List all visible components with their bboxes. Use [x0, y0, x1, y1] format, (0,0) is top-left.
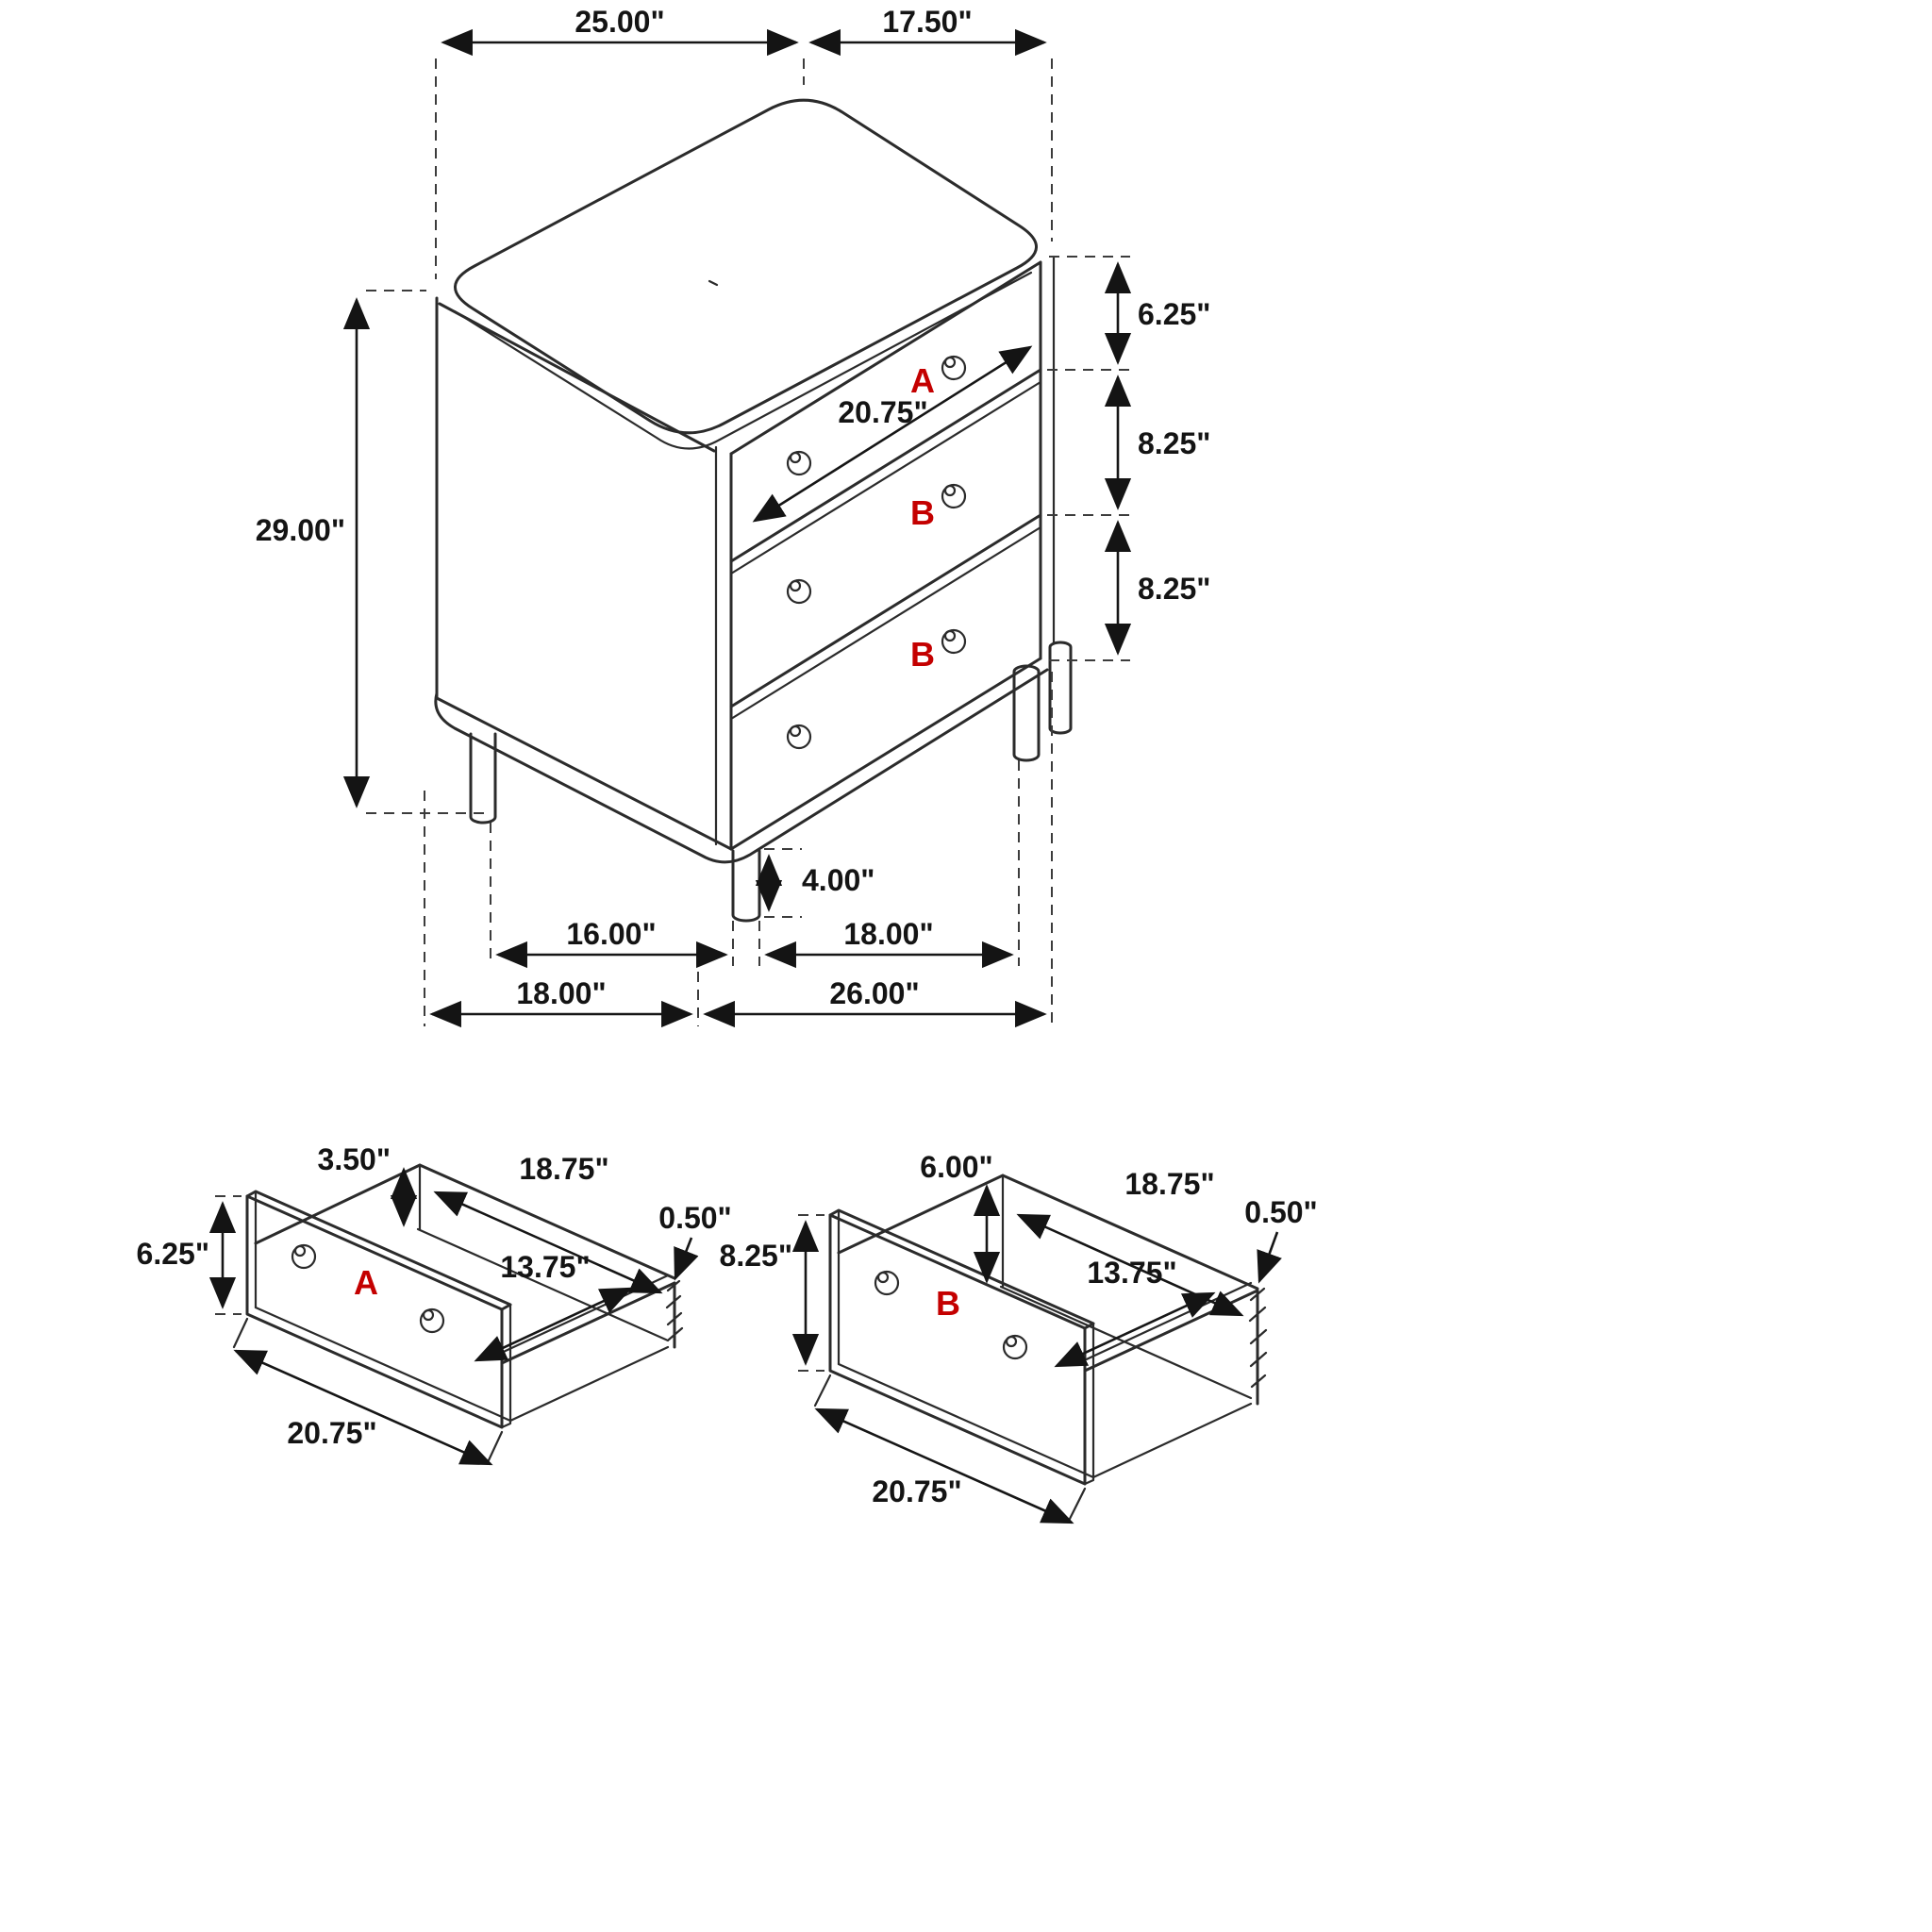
dim-a-inner-width-line: [433, 1191, 663, 1294]
drawer-a-front-panel: [245, 1194, 504, 1429]
divider-b-b-inner: [729, 525, 1042, 721]
dim-drawer-b2-label: 8.25": [1138, 572, 1210, 606]
drawer-knob: [941, 355, 967, 381]
dim-b-back-height-label: 6.00": [920, 1150, 992, 1184]
body-bottom-left-edge: [435, 696, 733, 851]
dim-b-thickness-pointer: [1257, 1231, 1282, 1284]
chest-leg-right: [1012, 664, 1041, 762]
chest-isometric-view: A B B 25.00": [256, 5, 1210, 1028]
drawer-knob: [291, 1243, 317, 1270]
dim-drawer-width-line: [752, 345, 1033, 523]
body-bottom-front-edge: [729, 657, 1042, 851]
drawer-b-front-panel: [828, 1213, 1087, 1486]
drawer-knob: [874, 1270, 900, 1296]
drawer-b-letter: B: [936, 1284, 960, 1323]
dim-a-front-width-label: 20.75": [287, 1416, 376, 1450]
dim-b-inner-width-label: 18.75": [1124, 1167, 1214, 1201]
dim-b-front-width-line: [814, 1407, 1074, 1524]
divider-b-b: [729, 513, 1042, 708]
drawer-knob: [786, 578, 812, 605]
drawer-b-dimensions: 8.25" 6.00" 18.75" 0.50" 13.75" 20.75": [720, 1150, 1318, 1524]
drawer-b-floor-right-edge: [1091, 1402, 1253, 1479]
drawer-a-letter: A: [354, 1263, 378, 1302]
dim-b-thickness-label: 0.50": [1244, 1195, 1317, 1229]
dim-a-front-width-line: [233, 1349, 493, 1466]
drawer-b-left-wall-top: [837, 1174, 1005, 1255]
dim-drawer-b1-label: 8.25": [1138, 426, 1210, 460]
drawer-knob: [419, 1307, 445, 1334]
dim-a-thickness-label: 0.50": [658, 1201, 731, 1235]
drawer-a-hatching: [665, 1279, 684, 1341]
drawer-a-floor-front-edge: [254, 1306, 512, 1423]
drawer-b-geometry: B: [828, 1174, 1268, 1486]
drawer-b-detail-view: B 8.25" 6.00" 18.75" 0.50" 13.75" 20.75": [720, 1150, 1318, 1524]
dim-leg-span-front-label: 16.00": [566, 917, 656, 951]
drawer-a-right-wall-outer-top: [500, 1281, 676, 1365]
dim-a-inner-depth-label: 13.75": [500, 1250, 590, 1284]
dim-drawer-width-label: 20.75": [838, 395, 927, 429]
dim-height-label: 29.00": [256, 513, 345, 547]
dim-a-front-height-label: 6.25": [137, 1237, 209, 1271]
top-slab-under-edge: [453, 271, 1033, 450]
drawer-knob: [786, 450, 812, 476]
drawer-letter-b1: B: [910, 493, 935, 532]
drawer-knob: [941, 483, 967, 509]
drawer-knob: [786, 724, 812, 750]
chest-body: [434, 255, 1056, 864]
dim-drawer-a-label: 6.25": [1138, 297, 1210, 331]
drawer-a-dimensions: 6.25" 3.50" 18.75" 0.50" 13.75" 20.75": [137, 1142, 732, 1466]
top-slab-center-mark: [708, 279, 719, 287]
drawer-a-left-wall-top: [254, 1163, 422, 1245]
dim-a-thickness-pointer: [674, 1237, 699, 1281]
dim-b-inner-depth-line: [1054, 1291, 1216, 1368]
dim-a-front-width-tick-left: [232, 1317, 249, 1349]
chest-top-slab: [453, 98, 1038, 450]
chest-extension-lines: [366, 58, 1130, 1026]
chest-leg-left: [469, 732, 497, 824]
drawer-letter-b2: B: [910, 635, 935, 674]
chest-leg-front: [731, 849, 761, 923]
left-face-top-edge: [438, 302, 716, 453]
dim-leg-height-label: 4.00": [802, 863, 874, 897]
drawer-b-right-wall-outer-top: [1083, 1289, 1259, 1373]
dim-a-inner-depth-line: [474, 1287, 633, 1362]
dim-b-front-width-tick-left: [813, 1374, 832, 1407]
drawer-a-floor-back-edge: [416, 1227, 670, 1342]
chest-leg-rear-right: [1048, 641, 1073, 735]
dim-top-width-label: 25.00": [575, 5, 664, 39]
drawer-b-right-wall-inner-top: [1076, 1281, 1253, 1365]
dim-top-depth-label: 17.50": [882, 5, 972, 39]
dim-base-width-label: 26.00": [829, 976, 919, 1010]
dim-b-front-width-label: 20.75": [872, 1474, 961, 1508]
drawer-b-floor-front-edge: [837, 1362, 1095, 1479]
drawer-a-detail-view: A 6.25" 3.50" 18.75" 0.50" 13.75" 20.75": [137, 1142, 732, 1466]
dim-leg-span-side-label: 18.00": [843, 917, 933, 951]
drawer-letter-a: A: [910, 361, 935, 400]
bottom-rail: [434, 668, 1049, 864]
drawer-a-right-wall-inner-top: [493, 1274, 670, 1357]
top-slab-outline: [454, 98, 1038, 435]
drawer-knob: [941, 628, 967, 655]
drawer-b-hatching: [1248, 1287, 1268, 1389]
dim-a-front-width-tick-right: [487, 1430, 504, 1462]
dim-a-back-height-label: 3.50": [318, 1142, 391, 1176]
dim-b-front-width-tick-right: [1068, 1487, 1087, 1521]
dim-b-front-height-label: 8.25": [720, 1239, 792, 1273]
drawer-b-front-end: [1083, 1322, 1095, 1486]
drawer-a-floor-right-edge: [508, 1345, 670, 1423]
chest-dimensions: 25.00" 17.50" 29.00" 6.25" 8.25" 8.25" 2…: [256, 5, 1210, 1028]
drawer-knob: [1002, 1334, 1028, 1360]
dim-a-inner-width-label: 18.75": [519, 1152, 608, 1186]
chest-legs: [469, 641, 1073, 923]
dim-b-inner-depth-label: 13.75": [1087, 1256, 1176, 1290]
dim-base-depth-label: 18.00": [516, 976, 606, 1010]
